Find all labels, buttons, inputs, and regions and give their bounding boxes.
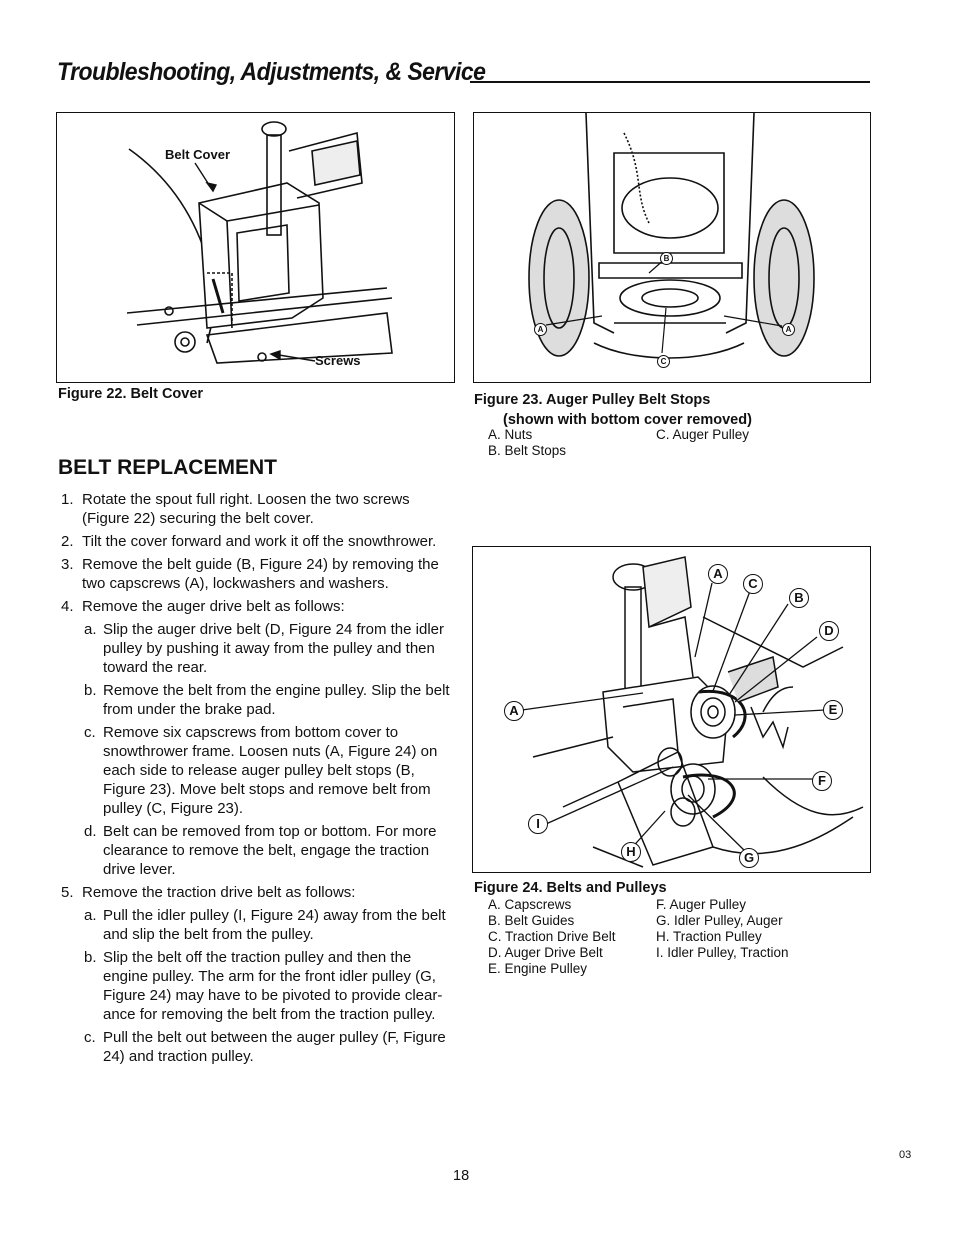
callout-c: C [743,574,763,594]
figure-23-legend: A. Nuts B. Belt Stops C. Auger Pulley [488,427,868,463]
step-5c: c.Pull the belt out between the auger pu… [84,1029,446,1065]
callout-d: D [819,621,839,641]
figure-22-belt-cover: Belt Cover Screws [56,112,455,383]
legend-item: G. Idler Pulley, Auger [656,913,783,928]
belt-cover-label: Belt Cover [165,147,231,162]
callout-a-left: A [504,701,524,721]
callout-e: E [823,700,843,720]
step-5a: a.Pull the idler pulley (I, Figure 24) a… [84,907,446,943]
title-rule [470,81,870,83]
section-heading: BELT REPLACEMENT [58,456,277,479]
screws-label: Screws [315,353,361,368]
callout-a-right: A [782,323,795,336]
auger-pulley-illustration [528,113,815,359]
step-4a: a.Slip the auger drive belt (D, Figure 2… [84,621,444,676]
step-2: 2.Tilt the cover forward and work it off… [61,533,437,550]
figure-22-caption: Figure 22. Belt Cover [58,386,204,402]
figure-24-belts-and-pulleys: A C B D A E F I H G [472,546,871,873]
page-title: Troubleshooting, Adjustments, & Service [57,58,486,86]
step-1: 1.Rotate the spout full right. Loosen th… [61,491,410,527]
figure-24-caption: Figure 24. Belts and Pulleys [474,880,667,896]
step-5b: b.Slip the belt off the traction pulley … [84,949,443,1023]
figure-24-legend: A. Capscrews B. Belt Guides C. Traction … [488,897,868,981]
legend-item: B. Belt Stops [488,443,567,458]
callout-c: C [657,355,670,368]
step-3: 3.Remove the belt guide (B, Figure 24) b… [61,556,439,592]
figure-23-caption-line2: (shown with bottom cover removed) [503,412,752,428]
callout-g: G [739,848,759,868]
callout-h: H [621,842,641,862]
legend-item: D. Auger Drive Belt [488,945,603,960]
figure-23-auger-pulley-belt-stops: A A B C [473,112,871,383]
page-code: 03 [899,1149,912,1161]
callout-a-left: A [534,323,547,336]
callout-f: F [812,771,832,791]
callout-b: B [789,588,809,608]
steps-list: 1.Rotate the spout full right. Loosen th… [58,490,458,1070]
step-4c: c.Remove six capscrews from bottom cover… [84,724,438,817]
belt-cover-illustration [126,121,393,364]
legend-item: C. Traction Drive Belt [488,929,616,944]
legend-item: F. Auger Pulley [656,897,747,912]
step-4d: d.Belt can be removed from top or bottom… [84,823,437,878]
callout-b: B [660,252,673,265]
step-5: 5.Remove the traction drive belt as foll… [61,884,356,901]
legend-item: C. Auger Pulley [656,427,750,442]
figure-23-caption-line1: Figure 23. Auger Pulley Belt Stops [474,392,711,408]
figure-23-caption: Figure 23. Auger Pulley Belt Stops (show… [474,390,752,430]
legend-item: H. Traction Pulley [656,929,762,944]
callout-i: I [528,814,548,834]
page-number: 18 [453,1168,470,1184]
callout-a-top: A [708,564,728,584]
step-4b: b.Remove the belt from the engine pulley… [84,682,450,718]
legend-item: I. Idler Pulley, Traction [656,945,789,960]
step-4: 4.Remove the auger drive belt as follows… [61,598,345,615]
belts-pulleys-illustration [521,556,864,868]
page-header: Troubleshooting, Adjustments, & Service [57,58,870,88]
legend-item: B. Belt Guides [488,913,575,928]
legend-item: A. Nuts [488,427,533,442]
legend-item: E. Engine Pulley [488,961,588,976]
legend-item: A. Capscrews [488,897,572,912]
